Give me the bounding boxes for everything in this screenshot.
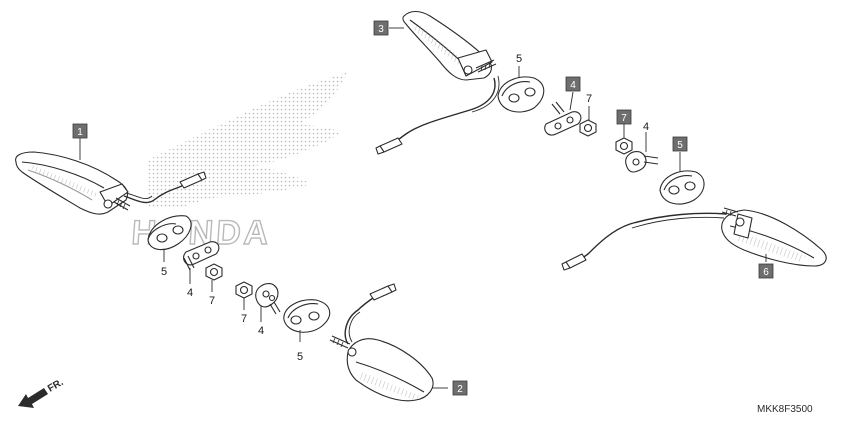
callout-box-4: 4 (565, 76, 581, 92)
svg-text:5: 5 (677, 140, 683, 151)
rubber-cushion-rl (283, 299, 331, 333)
callout-rl-7: 7 (241, 313, 247, 325)
callout-box-6: 6 (758, 263, 774, 279)
front-direction-arrow: FR. (18, 377, 66, 408)
callout-fl-7: 7 (209, 295, 215, 307)
drawing-code: MKK8F3500 (757, 404, 813, 415)
rubber-cushion-fr (497, 76, 545, 113)
callout-box-3: 3 (373, 20, 389, 36)
direction-label: FR. (46, 377, 66, 395)
nut-fl (205, 263, 223, 281)
bracket-rl (255, 283, 281, 315)
callout-box-1: 1 (72, 123, 88, 139)
svg-text:2: 2 (457, 384, 463, 395)
rubber-cushion-fl (147, 215, 192, 251)
nut-rl (235, 281, 253, 299)
svg-text:3: 3 (378, 24, 384, 35)
turn-signal-rear-left (329, 283, 434, 402)
callout-fl-5: 5 (161, 266, 167, 278)
hardware-set (147, 76, 705, 333)
bracket-fl (183, 241, 220, 271)
callout-box-7: 7 (616, 109, 632, 125)
turn-signal-rear-right (561, 207, 827, 271)
svg-text:6: 6 (763, 267, 769, 278)
svg-text:1: 1 (77, 127, 83, 138)
callout-box-2: 2 (452, 380, 468, 396)
nut-fr (579, 119, 597, 137)
turn-signal-front-right (375, 10, 500, 155)
callout-fl-4: 4 (187, 287, 193, 299)
svg-text:7: 7 (621, 113, 627, 124)
callout-rr-4: 4 (643, 121, 649, 133)
svg-text:4: 4 (570, 80, 576, 91)
rubber-cushion-rr (659, 170, 705, 205)
bracket-rr (625, 151, 659, 173)
turn-signal-front-left (15, 151, 207, 215)
callout-rl-4: 4 (258, 325, 264, 337)
bracket-fr (544, 101, 582, 136)
nut-rr (615, 137, 633, 155)
callout-fr-5: 5 (516, 53, 522, 65)
leader-lines (79, 27, 767, 389)
callout-box-5: 5 (672, 136, 688, 152)
callout-rl-5: 5 (297, 351, 303, 363)
callout-fr-7: 7 (586, 93, 592, 105)
